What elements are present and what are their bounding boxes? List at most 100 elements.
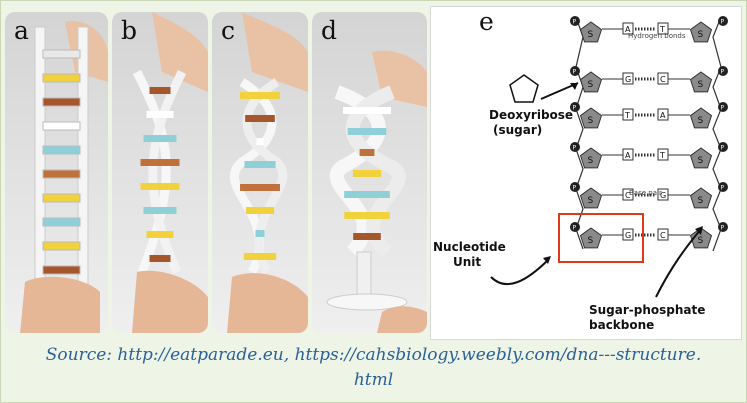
model-rung bbox=[140, 183, 180, 190]
panel-label-b: b bbox=[121, 16, 138, 45]
phosphate-icon bbox=[570, 16, 580, 26]
phosphate-letter: P bbox=[573, 105, 577, 112]
model-rung bbox=[343, 107, 391, 114]
phosphate-icon bbox=[570, 142, 580, 152]
phosphate-letter: P bbox=[573, 145, 577, 152]
nucleotide-highlight-box bbox=[558, 213, 644, 263]
base-pair-label: Base pair bbox=[629, 189, 662, 197]
sugar-letter: S bbox=[588, 30, 594, 40]
deoxyribose-arrow bbox=[540, 82, 579, 100]
model-rung bbox=[42, 169, 81, 179]
model-rung bbox=[352, 170, 382, 177]
model-rung bbox=[244, 161, 276, 168]
base-letter: C bbox=[625, 191, 631, 200]
base-letter: T bbox=[659, 151, 665, 160]
hydrogen-bonds-label: Hydrogen bonds bbox=[628, 32, 686, 40]
phosphate-letter: P bbox=[721, 19, 725, 26]
base-letter: C bbox=[660, 75, 666, 84]
ladder-model-photo bbox=[20, 21, 108, 333]
photo-panel-c: c bbox=[212, 12, 308, 333]
model-rung bbox=[42, 145, 81, 155]
phosphate-letter: P bbox=[721, 185, 725, 192]
model-rung bbox=[243, 253, 277, 260]
base-box-left bbox=[622, 228, 634, 241]
sugar-letter: S bbox=[588, 236, 594, 246]
model-rung bbox=[245, 207, 275, 214]
model-rung bbox=[240, 184, 280, 191]
model-rung bbox=[140, 159, 180, 166]
sugar-letter: S bbox=[588, 80, 594, 90]
double-helix-model-photo bbox=[326, 50, 427, 333]
caption-line-1: Source: http://eatparade.eu, https://cah… bbox=[45, 345, 702, 365]
model-rung bbox=[146, 231, 174, 238]
phosphate-letter: P bbox=[721, 105, 725, 112]
base-box-left bbox=[622, 188, 634, 201]
backbone-label-line1: Sugar-phosphate bbox=[589, 303, 705, 317]
caption-line-2: html bbox=[353, 370, 394, 390]
sugar-pentagon-icon bbox=[689, 71, 713, 93]
model-rung bbox=[149, 87, 171, 94]
model-rung bbox=[146, 111, 174, 118]
base-box-left bbox=[622, 108, 634, 121]
model-rung bbox=[143, 135, 177, 142]
model-rung bbox=[240, 92, 280, 99]
sugar-letter: S bbox=[698, 196, 704, 206]
base-letter: G bbox=[625, 231, 631, 240]
phosphate-icon bbox=[718, 142, 728, 152]
phosphate-icon bbox=[570, 222, 580, 232]
sugar-letter: S bbox=[698, 236, 704, 246]
sugar-pentagon-icon bbox=[579, 147, 603, 169]
model-rung bbox=[42, 265, 81, 275]
base-letter: C bbox=[660, 231, 666, 240]
photo-panel-a: a bbox=[5, 12, 108, 333]
panel-label-c: c bbox=[221, 16, 236, 45]
sugar-letter: S bbox=[698, 30, 704, 40]
base-letter: G bbox=[660, 191, 666, 200]
left-backbone-line bbox=[575, 16, 584, 250]
panel-label-e: e bbox=[479, 7, 494, 36]
phosphate-letter: P bbox=[573, 19, 577, 26]
base-letter: A bbox=[625, 25, 631, 34]
base-letter: A bbox=[660, 111, 666, 120]
sugar-pentagon-icon bbox=[579, 71, 603, 93]
photo-panel-b: b bbox=[112, 12, 208, 333]
model-rung bbox=[344, 191, 390, 198]
sugar-pentagon-icon bbox=[689, 107, 713, 129]
phosphate-letter: P bbox=[721, 69, 725, 76]
pentagon-icon bbox=[509, 74, 539, 103]
model-rung bbox=[353, 233, 381, 240]
base-letter: A bbox=[625, 151, 631, 160]
phosphate-letter: P bbox=[573, 225, 577, 232]
base-letter: T bbox=[624, 111, 630, 120]
model-rung bbox=[359, 149, 375, 156]
sugar-letter: S bbox=[698, 80, 704, 90]
sugar-letter: S bbox=[588, 116, 594, 126]
phosphate-letter: P bbox=[721, 225, 725, 232]
phosphate-letter: P bbox=[573, 69, 577, 76]
backbone-label-line2: backbone bbox=[589, 318, 654, 332]
phosphate-icon bbox=[570, 182, 580, 192]
sugar-label: (sugar) bbox=[493, 123, 542, 137]
sugar-letter: S bbox=[698, 156, 704, 166]
model-rung bbox=[245, 115, 275, 122]
model-rung bbox=[347, 128, 387, 135]
base-box-left bbox=[622, 148, 634, 161]
model-rung bbox=[42, 241, 81, 251]
sugar-letter: S bbox=[588, 156, 594, 166]
sugar-pentagon-icon bbox=[579, 107, 603, 129]
phosphate-icon bbox=[570, 66, 580, 76]
sugar-letter: S bbox=[588, 196, 594, 206]
base-box-left bbox=[622, 72, 634, 85]
backbone-arrow bbox=[655, 228, 702, 298]
model-rung bbox=[42, 97, 81, 107]
panel-label-a: a bbox=[14, 16, 29, 45]
twisting-model-photo bbox=[132, 12, 208, 333]
sugar-letter: S bbox=[698, 116, 704, 126]
sugar-pentagon-icon bbox=[579, 187, 603, 209]
base-box-left bbox=[622, 22, 634, 35]
model-rung bbox=[143, 207, 177, 214]
phosphate-icon bbox=[570, 102, 580, 112]
model-rung bbox=[42, 49, 81, 59]
nucleotide-label: Nucleotide bbox=[433, 240, 506, 254]
